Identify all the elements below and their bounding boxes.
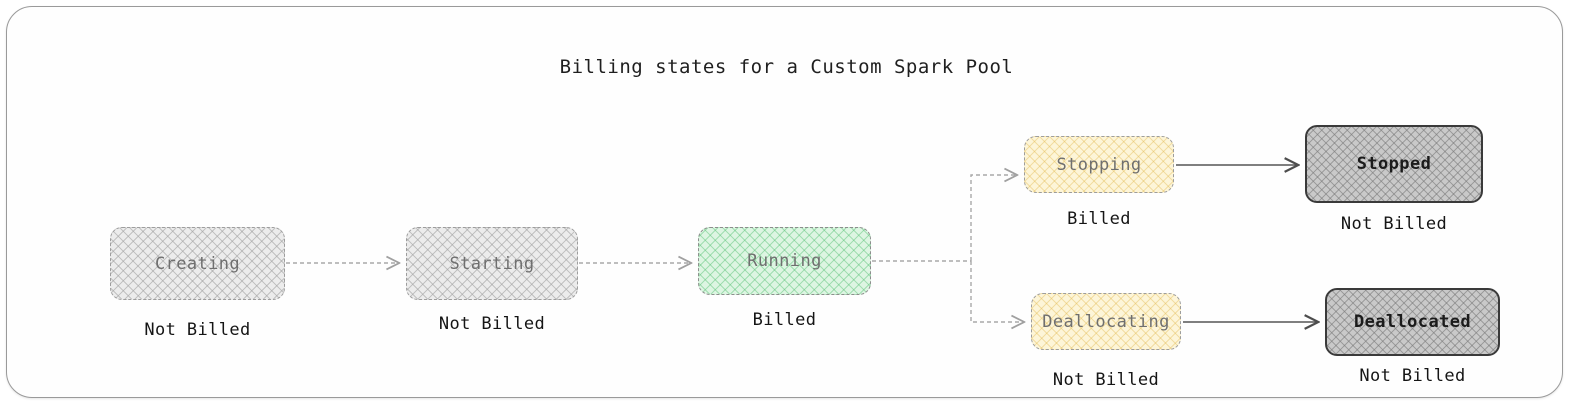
state-node-stopping[interactable]: Stopping	[1024, 136, 1174, 193]
billing-label-running: Billed	[752, 310, 817, 330]
state-label-stopping: Stopping	[1056, 154, 1142, 175]
state-label-deallocating: Deallocating	[1042, 311, 1170, 332]
diagram-frame	[6, 6, 1563, 398]
state-node-running[interactable]: Running	[698, 227, 871, 295]
billing-label-deallocating: Not Billed	[1052, 370, 1160, 390]
billing-label-stopping: Billed	[1067, 209, 1131, 229]
state-label-stopped: Stopped	[1356, 154, 1432, 174]
state-node-deallocating[interactable]: Deallocating	[1031, 293, 1181, 350]
state-label-deallocated: Deallocated	[1354, 312, 1471, 332]
state-label-running: Running	[747, 251, 822, 271]
billing-label-creating: Not Billed	[144, 320, 251, 340]
state-node-starting[interactable]: Starting	[406, 227, 578, 300]
state-label-starting: Starting	[449, 253, 535, 274]
billing-label-stopped: Not Billed	[1340, 214, 1448, 234]
state-node-creating[interactable]: Creating	[110, 227, 285, 300]
billing-label-starting: Not Billed	[438, 314, 546, 334]
billing-label-deallocated: Not Billed	[1359, 366, 1466, 386]
state-node-stopped[interactable]: Stopped	[1305, 125, 1483, 203]
state-node-deallocated[interactable]: Deallocated	[1325, 288, 1500, 356]
state-label-creating: Creating	[154, 253, 241, 274]
page-title: Billing states for a Custom Spark Pool	[559, 56, 1014, 78]
